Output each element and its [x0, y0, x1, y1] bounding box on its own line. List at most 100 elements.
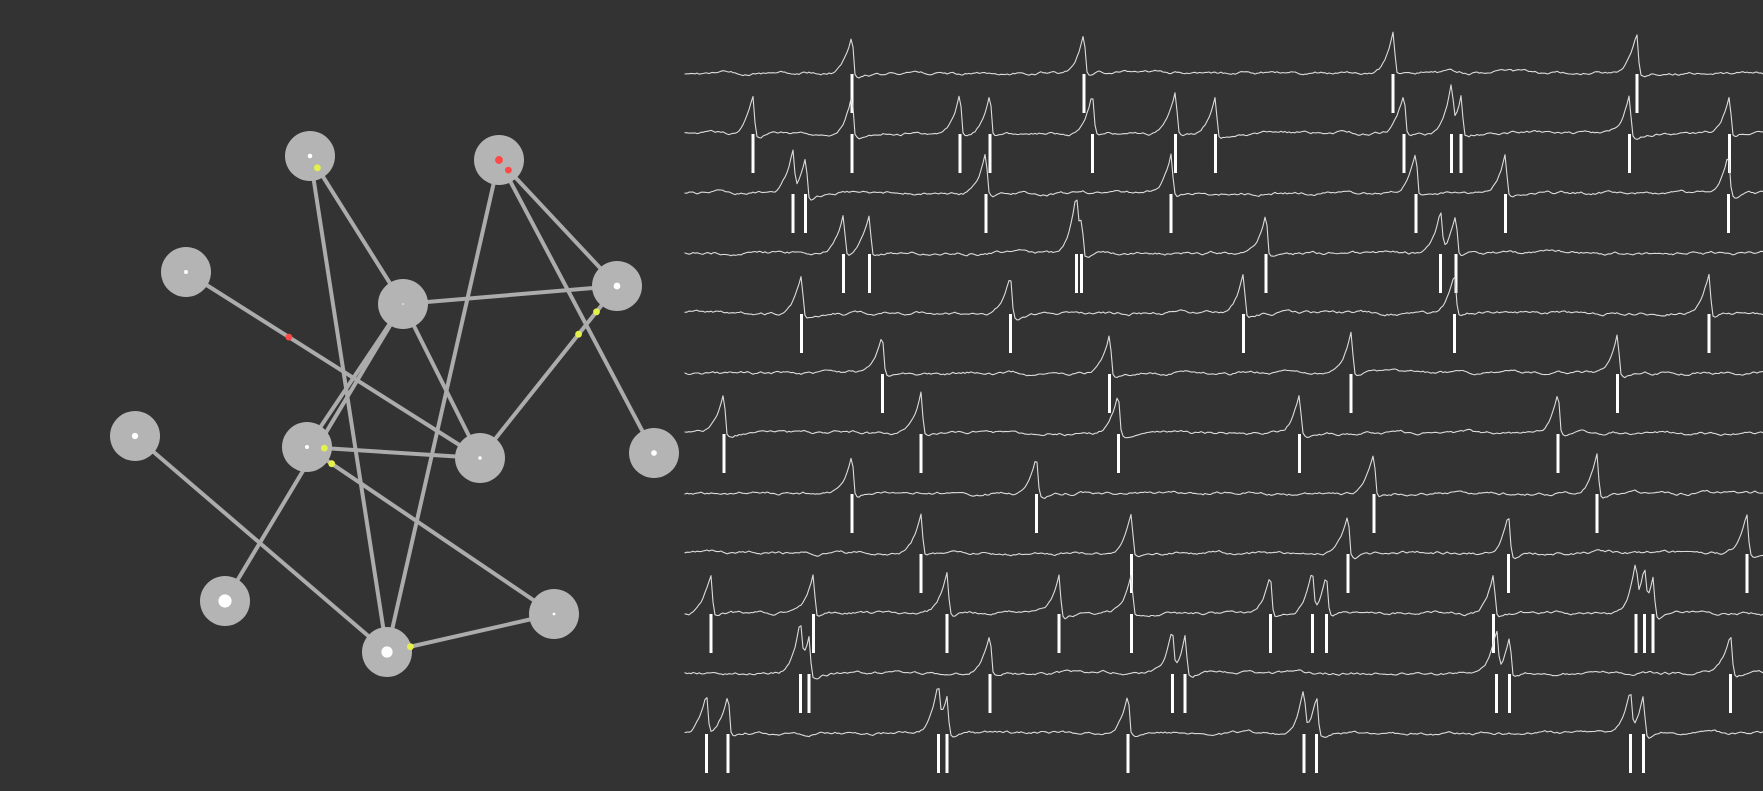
- edge-n3-n9: [497, 158, 656, 455]
- spike-tick-10-9: [1492, 614, 1495, 653]
- raster-row-9: [684, 513, 1763, 593]
- spike-tick-12-5: [1126, 734, 1130, 773]
- node-2-activity-marker: [184, 270, 188, 274]
- raster-row-5: [684, 273, 1763, 353]
- node-10: [200, 576, 250, 626]
- raster-row-4: [684, 199, 1763, 293]
- signal-dot-n7-n11-0: [328, 460, 336, 468]
- signal-dot-n1-n5-0: [314, 164, 321, 172]
- signal-dot-n12-n11-0: [407, 643, 414, 651]
- spike-tick-3-3: [984, 194, 988, 233]
- spike-tick-6-3: [1349, 374, 1353, 413]
- edge-n1-n12: [308, 154, 389, 654]
- spike-tick-10-7: [1310, 614, 1314, 653]
- raster-row-8: [684, 453, 1763, 533]
- spike-tick-2-5: [1091, 134, 1094, 173]
- node-8: [455, 433, 505, 483]
- spike-tick-10-2: [811, 614, 815, 653]
- spike-tick-10-12: [1651, 614, 1655, 653]
- edge-n3-n4: [497, 158, 619, 288]
- spike-tick-9-1: [919, 554, 923, 593]
- spike-tick-12-2: [726, 734, 730, 773]
- spike-tick-3-7: [1727, 194, 1730, 233]
- node-11-activity-marker: [552, 612, 556, 616]
- raster-row-3: [684, 149, 1763, 233]
- raster-row-6: [684, 331, 1763, 413]
- spike-tick-7-5: [1556, 434, 1560, 473]
- edge-n5-n4: [401, 284, 619, 306]
- membrane-trace-5: [684, 273, 1763, 321]
- spike-tick-11-7: [1508, 674, 1512, 713]
- spike-tick-7-3: [1116, 434, 1120, 473]
- spike-tick-10-5: [1129, 614, 1133, 653]
- spike-tick-12-8: [1628, 734, 1632, 773]
- spike-tick-1-2: [1082, 74, 1086, 113]
- edges-layer: [133, 154, 656, 654]
- spike-tick-4-3: [1074, 254, 1078, 293]
- node-5: [378, 279, 428, 329]
- node-1: [285, 131, 335, 181]
- spike-tick-3-4: [1169, 194, 1173, 233]
- edge-n12-n11: [385, 612, 556, 654]
- spike-tick-11-8: [1729, 674, 1733, 713]
- spike-tick-7-4: [1298, 434, 1301, 473]
- spike-tick-3-2: [804, 194, 808, 233]
- node-5-activity-marker: [402, 303, 404, 305]
- spike-tick-9-5: [1745, 554, 1749, 593]
- spike-tick-3-1: [791, 194, 795, 233]
- node-6: [110, 411, 160, 461]
- spike-tick-10-10: [1634, 614, 1638, 653]
- membrane-trace-7: [684, 391, 1763, 439]
- membrane-trace-11: [684, 625, 1763, 680]
- spike-tick-6-1: [880, 374, 884, 413]
- membrane-trace-4: [684, 199, 1763, 258]
- spike-tick-5-2: [1009, 314, 1013, 353]
- spike-raster: [684, 31, 1763, 773]
- spike-tick-6-2: [1108, 374, 1112, 413]
- spike-tick-10-11: [1642, 614, 1646, 653]
- raster-row-1: [684, 31, 1763, 113]
- spike-tick-2-8: [1402, 134, 1406, 173]
- membrane-trace-6: [684, 331, 1763, 379]
- spike-tick-9-4: [1507, 554, 1511, 593]
- spike-tick-1-3: [1391, 74, 1395, 113]
- spike-tick-11-5: [1183, 674, 1187, 713]
- spike-tick-6-4: [1616, 374, 1619, 413]
- spike-tick-8-2: [1034, 494, 1038, 533]
- spike-tick-11-4: [1170, 674, 1174, 713]
- edge-n7-n8: [305, 445, 482, 460]
- spike-tick-5-1: [799, 314, 803, 353]
- spike-tick-2-3: [958, 134, 962, 173]
- spike-tick-2-11: [1627, 134, 1631, 173]
- spike-tick-7-2: [919, 434, 923, 473]
- node-6-activity-marker: [131, 432, 139, 440]
- spike-tick-3-6: [1503, 194, 1507, 233]
- spike-tick-5-4: [1453, 314, 1457, 353]
- spike-tick-12-7: [1315, 734, 1319, 773]
- signal-dot-n2-n8-0: [285, 333, 293, 341]
- spike-tick-1-4: [1635, 74, 1639, 113]
- raster-row-12: [684, 688, 1763, 773]
- node-7: [282, 422, 332, 472]
- node-2: [161, 247, 211, 297]
- node-8-activity-marker: [478, 456, 482, 460]
- node-11: [529, 589, 579, 639]
- node-3: [474, 135, 524, 185]
- edge-n7-n11: [305, 445, 556, 616]
- spike-tick-10-4: [1057, 614, 1061, 653]
- spike-tick-4-2: [867, 254, 871, 293]
- spike-tick-11-3: [988, 674, 992, 713]
- spike-tick-2-2: [850, 134, 854, 173]
- membrane-trace-2: [684, 84, 1763, 140]
- raster-row-2: [684, 84, 1763, 173]
- spike-tick-1-1: [850, 74, 854, 113]
- membrane-trace-3: [684, 149, 1763, 201]
- spike-tick-2-1: [751, 134, 755, 173]
- spike-tick-7-1: [722, 434, 726, 473]
- node-9-activity-marker: [651, 450, 657, 456]
- signal-dot-n8-n4-0: [575, 330, 582, 338]
- spike-tick-10-8: [1324, 614, 1328, 653]
- spike-tick-2-6: [1174, 134, 1177, 173]
- spike-tick-12-4: [945, 734, 949, 773]
